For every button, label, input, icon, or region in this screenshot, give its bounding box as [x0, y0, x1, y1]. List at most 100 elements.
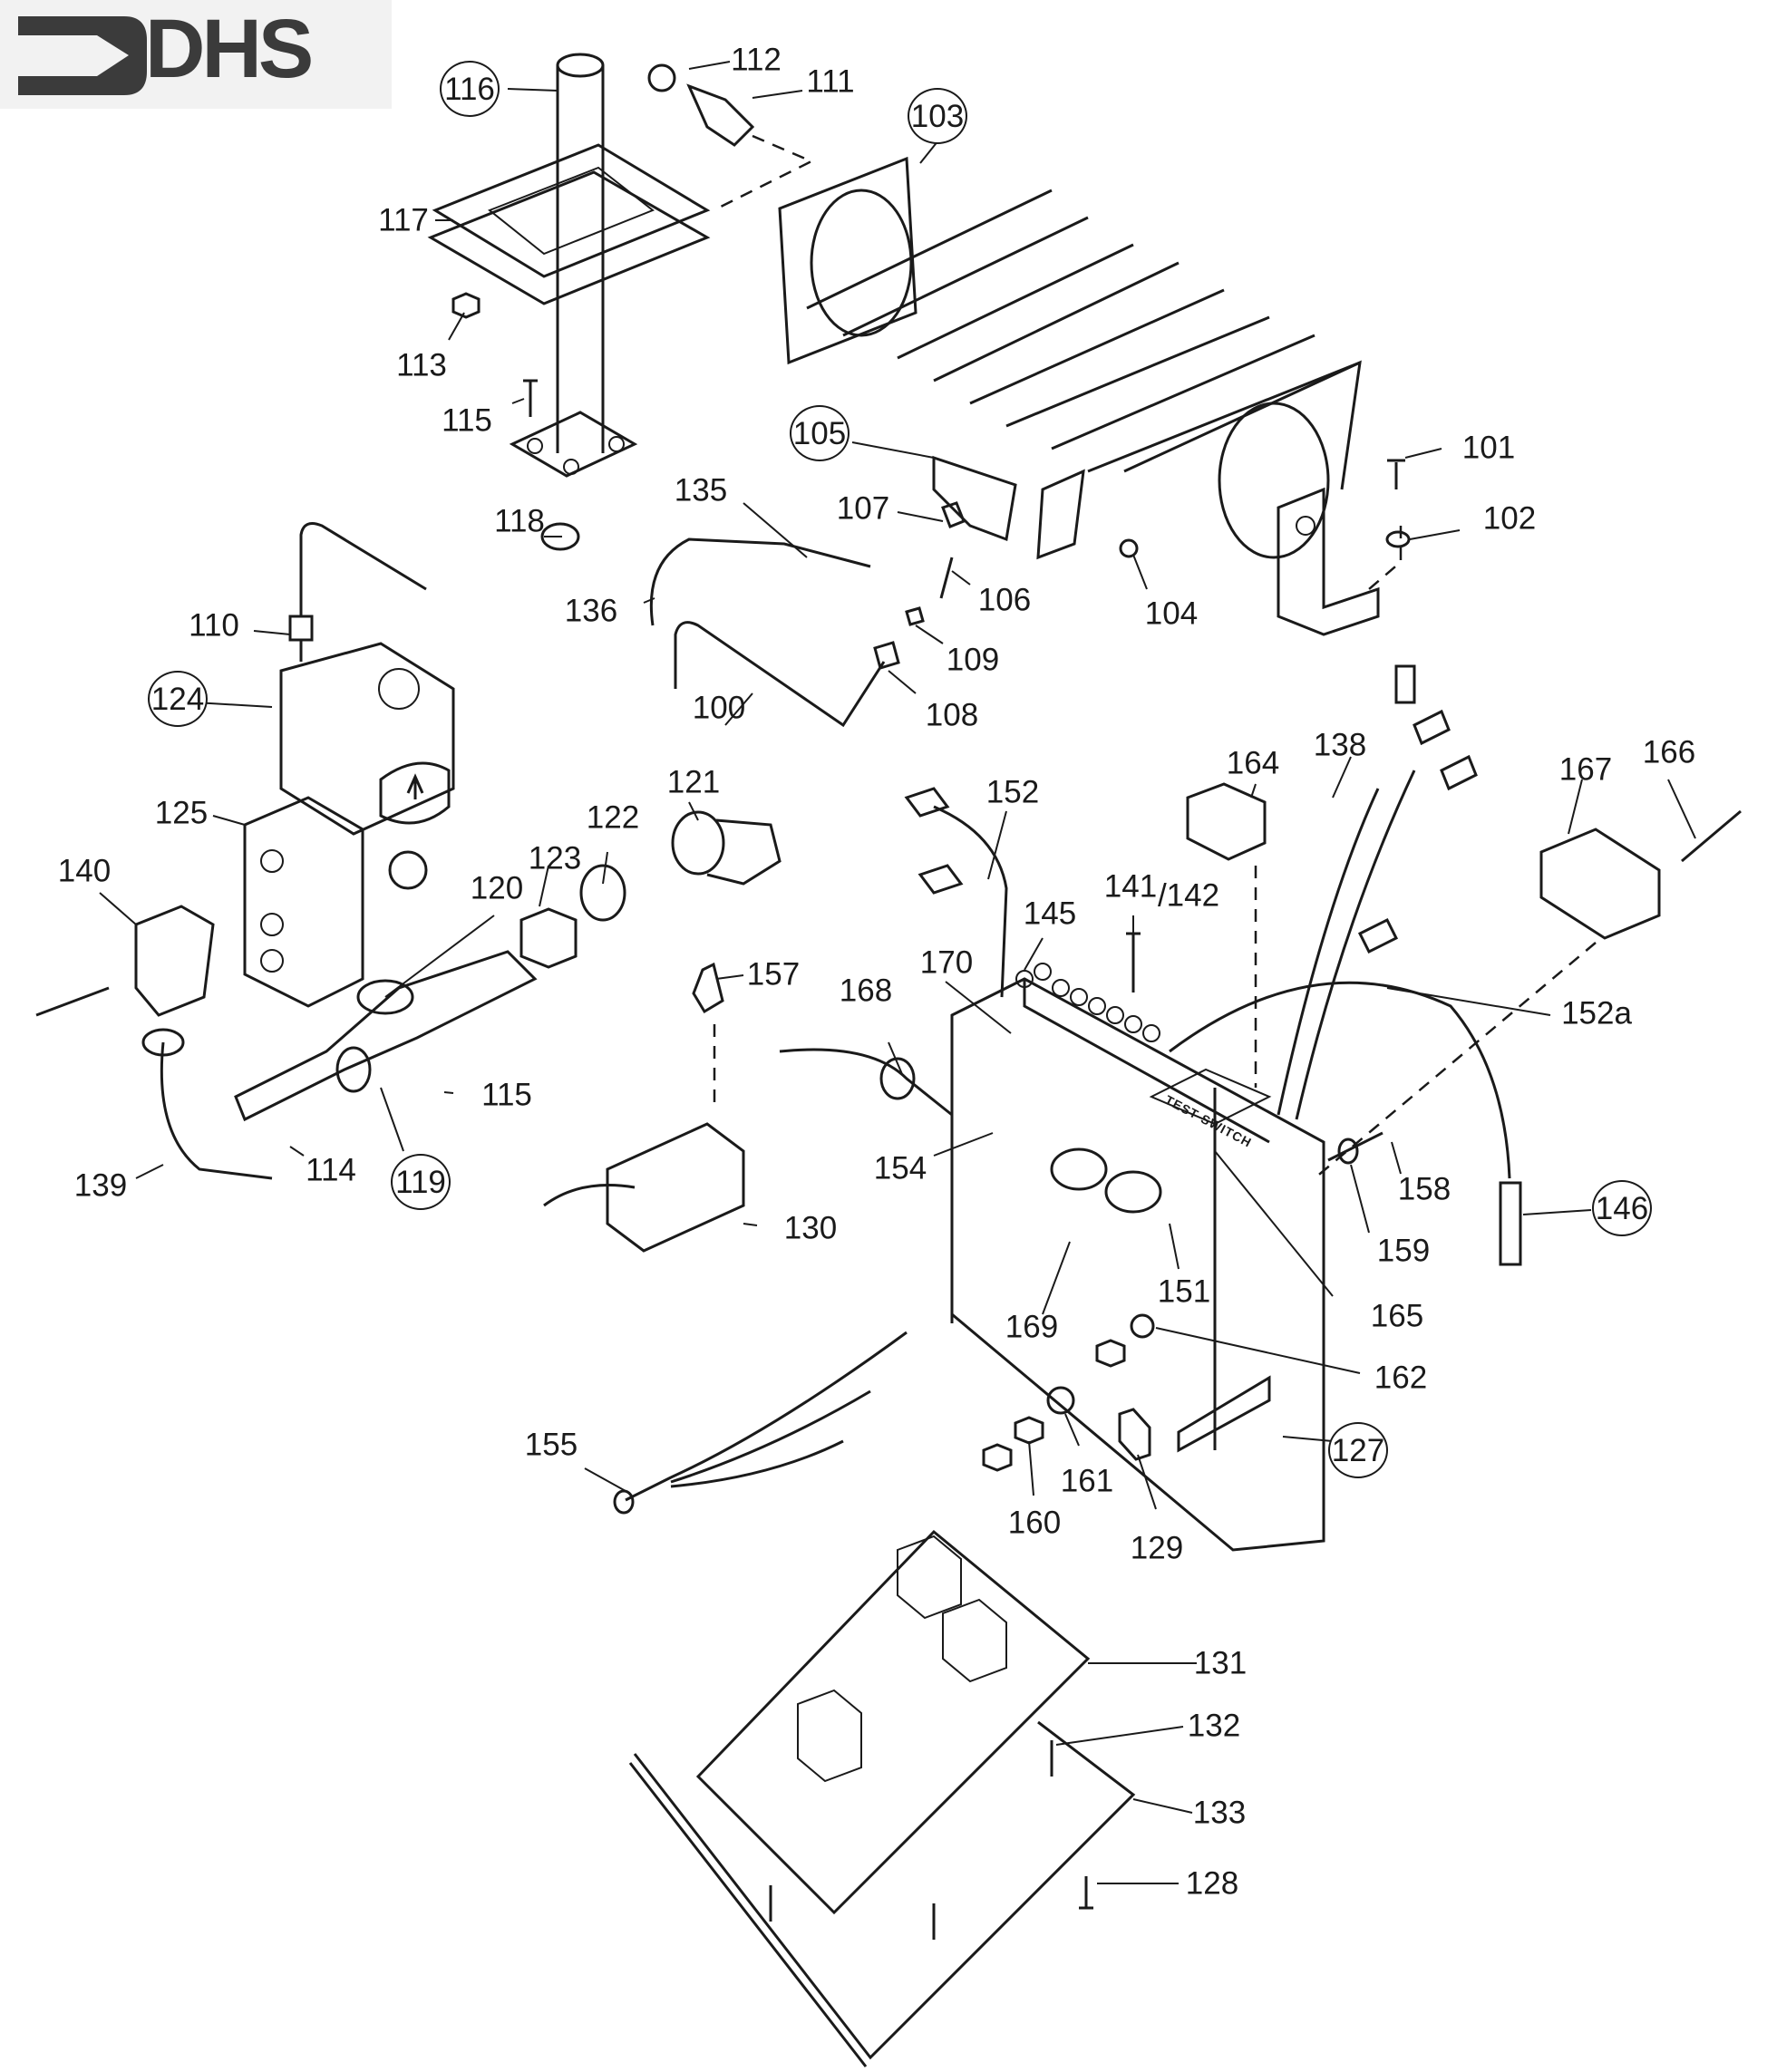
callout-116: 116 [440, 61, 500, 117]
leader-lines [99, 61, 1696, 1884]
connector-138c [1440, 754, 1478, 791]
nut-107 [941, 501, 966, 528]
callout-117: 117 [378, 202, 429, 238]
cable-168 [779, 1048, 953, 1117]
control-box-127 [950, 977, 1325, 1552]
connector-152a-top [904, 787, 950, 818]
callout-107: 107 [836, 490, 890, 527]
harness-152 [933, 805, 1008, 998]
callout-120: 120 [470, 870, 524, 906]
ring-122 [579, 864, 626, 922]
callout-108: 108 [925, 697, 979, 733]
flue-pipe-116 [509, 53, 638, 478]
screw-140 [35, 986, 110, 1017]
gasket-117 [427, 143, 711, 305]
callout-103: 103 [908, 88, 967, 144]
screw-115-top [523, 379, 538, 417]
callout-152a: 152a [1561, 995, 1632, 1031]
inlet-pipe-end [335, 1046, 372, 1093]
callout-157: 157 [746, 956, 801, 992]
callout-167: 167 [1558, 751, 1613, 788]
callout-151: 151 [1157, 1273, 1211, 1310]
callout-135: 135 [674, 472, 728, 508]
callout-115-bottom: 115 [481, 1077, 532, 1113]
pcb-131 [695, 1529, 1091, 1915]
connector-152b [917, 864, 964, 895]
callout-133: 133 [1192, 1795, 1247, 1831]
grommet-168 [879, 1057, 916, 1100]
cable-gland-139 [141, 1028, 185, 1057]
brand-name: DHS [145, 3, 314, 95]
callout-113: 113 [396, 347, 447, 383]
washer-162 [1130, 1313, 1155, 1339]
callout-141: 141 [1103, 868, 1158, 905]
callout-145: 145 [1023, 896, 1077, 932]
callout-169: 169 [1005, 1309, 1059, 1345]
connector-121 [671, 810, 725, 876]
pcb-relay [797, 1689, 862, 1783]
switch-130 [606, 1122, 745, 1253]
harness-138 [1277, 770, 1416, 1120]
nut-160a [982, 1443, 1013, 1472]
callout-161: 161 [1060, 1463, 1114, 1499]
cable-136 [649, 537, 871, 626]
callout-115-top: 115 [442, 402, 492, 439]
callout-168: 168 [839, 973, 893, 1009]
nut-113 [451, 292, 481, 319]
coil-hole [260, 913, 284, 936]
pcb-relay [942, 1598, 1007, 1683]
electrode-105 [932, 455, 1017, 542]
sensor-lead-155 [625, 1331, 908, 1502]
connector-152a [1357, 917, 1399, 954]
connector-dash-167 [1314, 942, 1597, 1179]
tray-133 [628, 1720, 1136, 2067]
callout-105: 105 [790, 405, 850, 461]
callout-154: 154 [873, 1150, 927, 1186]
callout-101: 101 [1461, 430, 1516, 466]
callout-152: 152 [985, 774, 1040, 810]
nut-123 [519, 907, 578, 969]
callout-125: 125 [154, 795, 209, 831]
arrow-bracket-logo-icon [18, 16, 147, 95]
bracket-167 [1539, 828, 1661, 940]
callout-104: 104 [1144, 595, 1199, 632]
callout-131: 131 [1193, 1645, 1248, 1681]
callout-132: 132 [1187, 1708, 1241, 1744]
callout-130: 130 [783, 1210, 838, 1246]
burner-103 [778, 156, 1380, 636]
callout-110: 110 [189, 607, 239, 644]
gas-valve-124 [279, 642, 455, 890]
fitting-109 [905, 606, 925, 626]
callout-106: 106 [977, 582, 1032, 618]
callout-170: 170 [919, 944, 974, 981]
callout-111: 111 [806, 63, 855, 100]
cable-152a [1169, 981, 1511, 1179]
callout-102: 102 [1482, 500, 1537, 537]
nut-110 [288, 615, 314, 642]
callout-119: 119 [391, 1154, 451, 1210]
screw-101 [1387, 459, 1405, 489]
nut-162 [1095, 1339, 1126, 1368]
o-ring-120 [356, 979, 414, 1015]
callout-142: /142 [1157, 877, 1220, 914]
callout-112: 112 [731, 42, 782, 78]
callout-128: 128 [1185, 1865, 1239, 1902]
clip-129 [1118, 1408, 1151, 1461]
callout-139: 139 [73, 1167, 128, 1204]
injector-111 [686, 83, 755, 147]
cable-139 [160, 1041, 273, 1180]
washer-102 [1385, 530, 1411, 548]
washer-161 [1046, 1386, 1075, 1415]
callout-129: 129 [1130, 1530, 1184, 1566]
callout-124: 124 [148, 671, 208, 727]
sensor-146 [1499, 1181, 1522, 1266]
terminal-block-145 [1015, 963, 1160, 1042]
connector-dash-111 [720, 134, 814, 208]
pilot-tube-100 [674, 621, 886, 728]
o-ring-118 [540, 522, 580, 551]
switch-164 [1186, 782, 1267, 861]
clip-157 [692, 962, 724, 1014]
callout-123: 123 [528, 840, 582, 876]
callout-146: 146 [1592, 1180, 1652, 1236]
